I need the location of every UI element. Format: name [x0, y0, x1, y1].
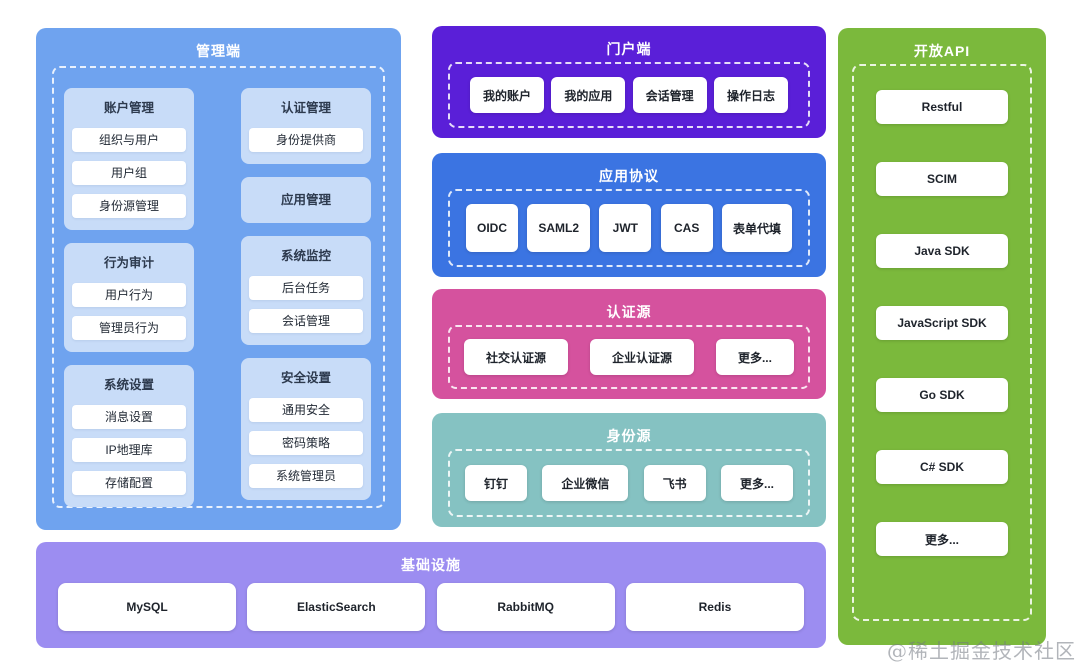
auth-source-item: 社交认证源 [464, 339, 569, 375]
admin-item: 系统管理员 [249, 464, 363, 488]
panel-auth-sources-body: 社交认证源企业认证源更多... [448, 325, 810, 389]
portal-item: 操作日志 [713, 77, 788, 113]
admin-item: 会话管理 [249, 309, 363, 333]
panel-admin-body: 账户管理组织与用户用户组身份源管理行为审计用户行为管理员行为系统设置消息设置 IP… [52, 66, 385, 508]
infrastructure-item: MySQL [58, 583, 236, 631]
admin-column-left: 账户管理组织与用户用户组身份源管理行为审计用户行为管理员行为系统设置消息设置 IP… [64, 88, 194, 507]
panel-infrastructure-title: 基础设施 [401, 557, 461, 573]
open-api-item: Go SDK [876, 378, 1008, 412]
open-api-item: Restful [876, 90, 1008, 124]
admin-item: 组织与用户 [72, 128, 186, 152]
identity-source-item: 企业微信 [542, 465, 629, 501]
identity-source-item: 飞书 [643, 465, 706, 501]
auth-source-item: 企业认证源 [589, 339, 694, 375]
admin-item: 存储配置 [72, 471, 186, 495]
protocol-item: OIDC [466, 204, 518, 252]
portal-item: 我的账户 [470, 77, 544, 113]
admin-item: 用户行为 [72, 283, 186, 307]
admin-card-title: 系统设置 [103, 378, 154, 392]
admin-item: 管理员行为 [72, 316, 186, 340]
admin-card: 账户管理组织与用户用户组身份源管理 [64, 88, 194, 230]
admin-column-right: 认证管理身份提供商应用管理系统监控后台任务会话管理安全设置通用安全密码策略系统管… [241, 88, 371, 506]
admin-card-title: 认证管理 [280, 101, 331, 115]
identity-source-item: 更多... [720, 465, 793, 501]
admin-item: 后台任务 [249, 276, 363, 300]
admin-item: 身份提供商 [249, 128, 363, 152]
admin-card: 行为审计用户行为管理员行为 [64, 243, 194, 352]
panel-portal: 门户端 我的账户我的应用会话管理操作日志 [432, 26, 826, 138]
admin-card: 安全设置通用安全密码策略系统管理员 [241, 358, 371, 500]
infrastructure-item: RabbitMQ [436, 583, 615, 631]
infrastructure-item: Redis [625, 583, 804, 631]
admin-card: 系统设置消息设置 IP地理库存储配置 [64, 365, 194, 507]
admin-card: 系统监控后台任务会话管理 [241, 236, 371, 345]
protocol-item: CAS [660, 204, 713, 252]
admin-card-title: 行为审计 [103, 256, 154, 270]
infrastructure-item: ElasticSearch [247, 583, 426, 631]
protocol-item: JWT [599, 204, 652, 252]
watermark: @稀土掘金技术社区 [887, 639, 1076, 663]
admin-card-title: 账户管理 [103, 101, 154, 115]
panel-identity-sources-title: 身份源 [606, 428, 652, 444]
protocol-item: SAML2 [527, 204, 590, 252]
admin-card-title: 应用管理 [280, 193, 331, 207]
open-api-item: SCIM [876, 162, 1008, 196]
open-api-item: C# SDK [876, 450, 1008, 484]
panel-portal-title: 门户端 [606, 41, 652, 57]
panel-protocols-title: 应用协议 [599, 168, 659, 184]
admin-card: 应用管理 [241, 177, 371, 223]
portal-item: 我的应用 [551, 77, 626, 113]
admin-item: 消息设置 [72, 405, 186, 429]
admin-card-title: 系统监控 [280, 249, 331, 263]
admin-item: 用户组 [72, 161, 186, 185]
open-api-item: Java SDK [876, 234, 1008, 268]
admin-item: 密码策略 [249, 431, 363, 455]
panel-auth-sources: 认证源 社交认证源企业认证源更多... [432, 289, 826, 399]
panel-open-api-title: 开放API [913, 43, 971, 59]
panel-admin-title: 管理端 [196, 43, 241, 59]
protocol-item: 表单代填 [721, 204, 792, 252]
portal-item: 会话管理 [632, 77, 707, 113]
admin-item: 身份源管理 [72, 194, 186, 218]
admin-item: 通用安全 [249, 398, 363, 422]
admin-card-title: 安全设置 [280, 371, 331, 385]
admin-card: 认证管理身份提供商 [241, 88, 371, 164]
open-api-item: JavaScript SDK [876, 306, 1008, 340]
panel-identity-sources: 身份源 钉钉企业微信飞书更多... [432, 413, 826, 527]
auth-source-item: 更多... [715, 339, 794, 375]
panel-auth-sources-title: 认证源 [606, 304, 652, 320]
admin-item: IP地理库 [72, 438, 186, 462]
panel-portal-body: 我的账户我的应用会话管理操作日志 [448, 62, 810, 128]
open-api-item: 更多... [876, 522, 1008, 556]
identity-source-item: 钉钉 [465, 465, 528, 501]
panel-admin: 管理端 账户管理组织与用户用户组身份源管理行为审计用户行为管理员行为系统设置消息… [36, 28, 401, 530]
panel-identity-sources-body: 钉钉企业微信飞书更多... [448, 449, 810, 517]
